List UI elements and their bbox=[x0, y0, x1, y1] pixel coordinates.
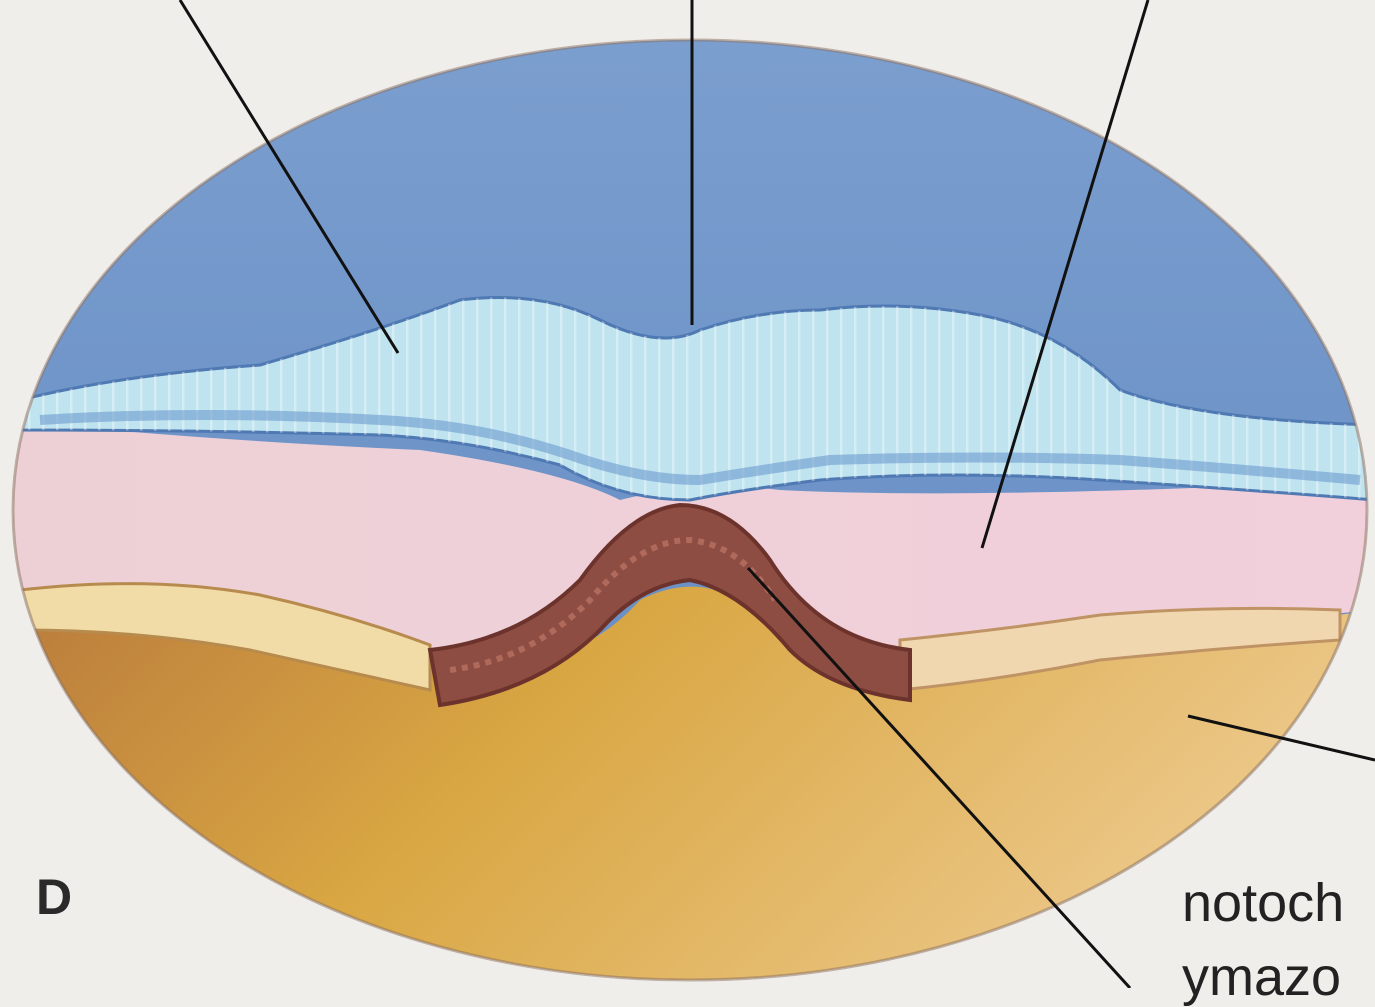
panel-letter: D bbox=[36, 872, 72, 922]
label-notochord-partial: notoch bbox=[1182, 876, 1344, 930]
label-second-partial: ymazo bbox=[1182, 950, 1341, 1004]
